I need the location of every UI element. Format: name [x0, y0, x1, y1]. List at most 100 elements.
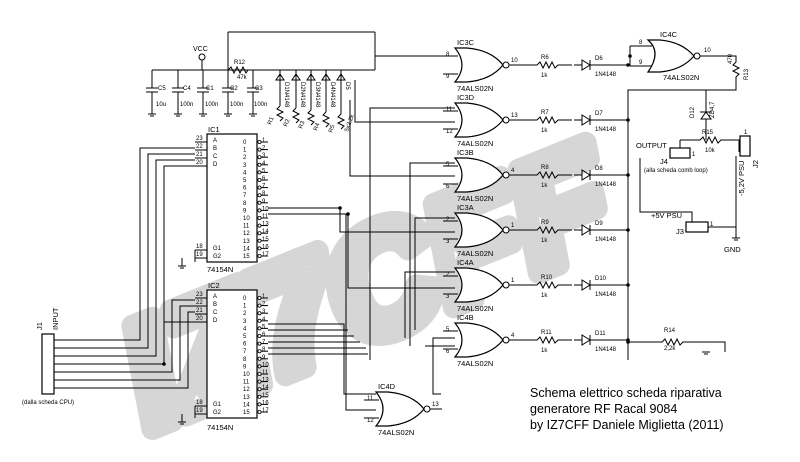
series-diode — [574, 334, 628, 346]
inverted-output-bubble — [257, 303, 262, 308]
inverted-output-bubble — [257, 215, 262, 220]
inverted-output-bubble — [257, 147, 262, 152]
nor-bubble — [423, 405, 431, 413]
decoder-output-label: 0 — [243, 140, 247, 146]
decoder-pin-number: 17 — [262, 252, 269, 258]
decoder-output-label: 6 — [243, 342, 247, 348]
decoder-output-label: 12 — [243, 231, 250, 237]
decoder-pin-number: 10 — [262, 362, 269, 368]
series-resistor — [509, 280, 572, 290]
decoder-output-label: 1 — [243, 304, 247, 310]
j4-ref: J4 — [660, 157, 668, 166]
svg-text:A: A — [213, 138, 217, 144]
inverted-output-bubble — [257, 409, 262, 414]
decoder-output-label: 2 — [243, 155, 247, 161]
d5-label: D5 — [344, 82, 350, 90]
gate-body — [453, 267, 504, 303]
decoder-output-label: 7 — [243, 349, 247, 355]
decoder-pin-number: 7 — [262, 340, 266, 346]
gate-part: 74ALS02N — [378, 428, 414, 437]
gate-pin-in2: 3 — [446, 294, 450, 300]
d2-label: D2N4148 — [299, 82, 305, 108]
gate-inputs — [443, 110, 458, 130]
svg-text:D: D — [213, 162, 218, 168]
resistor-ref: R7 — [541, 110, 549, 116]
gnd-label: GND — [724, 245, 741, 254]
resistor-ref: R11 — [541, 330, 552, 336]
gate-pin-in1: 2 — [446, 272, 450, 278]
gate-pin-in2: 12 — [367, 418, 374, 424]
r14-ref: R14 — [664, 328, 676, 334]
gate-pin-out: 13 — [511, 113, 518, 119]
inverted-output-bubble — [257, 246, 262, 251]
decoder-pin-number: 5 — [262, 168, 266, 174]
decoder-pin-number: 1 — [262, 138, 266, 144]
d1-label: D1N4148 — [283, 82, 289, 108]
decoder-output-label: 8 — [243, 201, 247, 207]
junction-dot — [626, 63, 630, 67]
gate-ref: IC3A — [457, 203, 474, 212]
inverted-output-bubble — [257, 333, 262, 338]
svg-text:18: 18 — [196, 244, 203, 250]
resistor-ref: R10 — [541, 275, 553, 281]
cap-c3: C3 100n — [247, 70, 267, 114]
gate-inputs — [443, 55, 458, 75]
gate-pin-out: 10 — [511, 58, 518, 64]
d12-val: ZD4,7 — [710, 101, 716, 118]
gate-part: 74ALS02N — [457, 359, 493, 368]
inverted-output-bubble — [257, 326, 262, 331]
inverted-output-bubble — [257, 371, 262, 376]
cap-c2: C2 100n — [222, 70, 243, 114]
inverted-output-bubble — [257, 318, 262, 323]
decoder-output-label: 15 — [243, 254, 250, 260]
resistor-r12: R12 47k — [227, 60, 258, 81]
resistor-ref: R6 — [541, 55, 549, 61]
series-resistor — [509, 170, 572, 180]
gate-body — [453, 157, 504, 193]
decoder-output-label: 11 — [243, 380, 250, 386]
pullup-resistors: R1 R2 R3 R4 R5 5x2,2k — [267, 105, 356, 134]
decoder-output-label: 5 — [243, 334, 247, 340]
diode-value: 1N4148 — [595, 237, 617, 243]
decoder-pin-number: 3 — [262, 309, 266, 315]
resistor-ref: R8 — [541, 165, 549, 171]
decoder-pin-number: 11 — [262, 214, 269, 220]
decoder-output-label: 15 — [243, 410, 250, 416]
gate-pin-in2: 3 — [446, 239, 450, 245]
gate-body — [453, 102, 504, 138]
decoder-pin-number: 16 — [262, 400, 269, 406]
resistor-value: 1k — [541, 238, 548, 244]
inverted-output-bubble — [257, 208, 262, 213]
svg-text:G2: G2 — [213, 254, 222, 260]
gate-ref: IC3B — [457, 148, 474, 157]
svg-text:19: 19 — [196, 252, 203, 258]
gate-inputs — [443, 165, 458, 185]
diode-ref: D11 — [595, 331, 606, 337]
decoder-pin-number: 4 — [262, 317, 266, 323]
decoder-pin-number: 9 — [262, 355, 266, 361]
ic4c-ref: IC4C — [660, 30, 678, 39]
decoder-output-label: 9 — [243, 364, 247, 370]
inverted-output-bubble — [257, 402, 262, 407]
inverted-output-bubble — [257, 223, 262, 228]
r4-label: R4 — [313, 122, 321, 132]
inverted-output-bubble — [257, 139, 262, 144]
r15-val: 10k — [705, 148, 716, 154]
j2-label: -5,2V PSU — [737, 161, 746, 196]
decoder-pin-number: 14 — [262, 385, 269, 391]
resistor-value: 1k — [541, 183, 548, 189]
gate-body — [453, 322, 504, 358]
gate-ref: IC4B — [457, 313, 474, 322]
inverted-output-bubble — [257, 349, 262, 354]
nor-bubble — [502, 336, 510, 344]
vcc-label: VCC — [193, 46, 208, 53]
inverted-output-bubble — [257, 356, 262, 361]
resistor-value: 1k — [541, 128, 548, 134]
svg-text:22: 22 — [196, 144, 203, 150]
